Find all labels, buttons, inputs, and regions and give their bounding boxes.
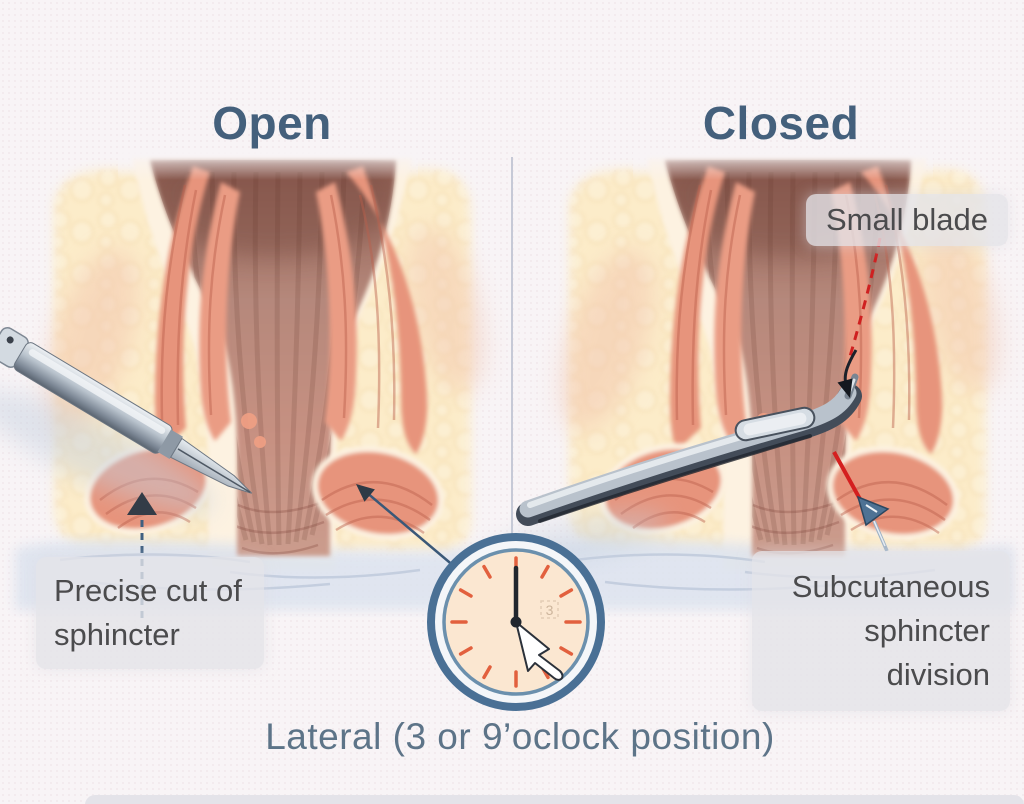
bottom-edge-band [85, 795, 1024, 804]
subcutaneous-division-pointer [832, 451, 890, 552]
scalpel-blade-ridge [177, 448, 251, 493]
label-subcutaneous-division: Subcutaneous sphincter division [752, 551, 1010, 712]
scalpel-shadow [0, 390, 214, 514]
clock-center-dot [510, 616, 522, 628]
figure-caption: Lateral (3 or 9’oclock position) [265, 716, 775, 757]
open-panel-anatomy [15, 133, 500, 610]
panel-title-closed: Closed [702, 97, 860, 149]
small-blade-black-arrow [837, 349, 858, 398]
clock-face-mark: 3 [546, 602, 554, 618]
scalpel-highlight [28, 349, 166, 434]
scalpel-blade [169, 437, 253, 494]
clock-sketch-box [540, 600, 559, 619]
clock-to-sphincter-arrow [356, 484, 456, 568]
label-precise-cut: Precise cut of sphincter [36, 557, 264, 670]
small-blade-dashed-line [847, 237, 882, 361]
label-small-blade: Small blade [806, 194, 1008, 247]
scalpel-endcap-dot [6, 336, 14, 344]
clock-hour-hand-cursor [515, 621, 564, 681]
panel-title-open: Open [212, 97, 332, 149]
scalpel [0, 327, 253, 494]
probe-slot [734, 406, 816, 442]
scalpel-collar [157, 429, 183, 460]
clock: 3 [427, 533, 605, 711]
